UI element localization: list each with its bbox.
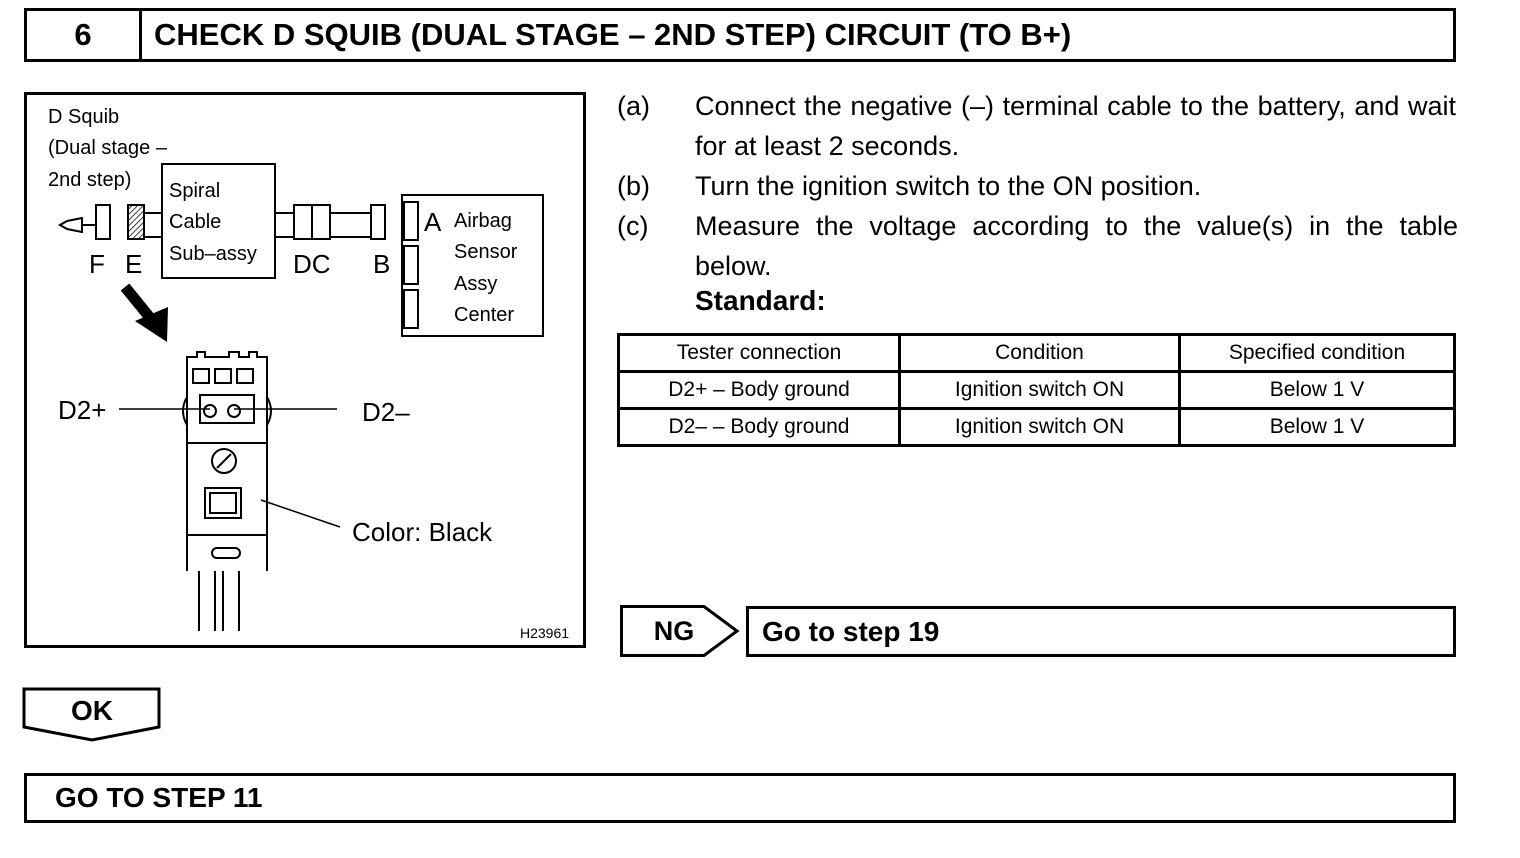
connector-f-label: F	[89, 249, 105, 279]
ok-arrow-icon	[22, 687, 161, 742]
ng-arrow-icon	[620, 605, 740, 657]
pin-d2-minus-label: D2–	[362, 397, 410, 427]
squib-label-line-3: 2nd step)	[48, 169, 132, 191]
table-cell: D2– – Body ground	[617, 407, 901, 447]
connector-e-label: E	[125, 249, 143, 279]
spiral-label-line-2: Cable	[169, 211, 222, 233]
airbag-label-line-4: Center	[454, 304, 515, 326]
table-cell: Ignition switch ON	[898, 407, 1181, 447]
spiral-label-line-3: Sub–assy	[169, 243, 257, 265]
step-a-label: (a)	[617, 91, 650, 121]
ok-result-link[interactable]: GO TO STEP 11	[24, 773, 1456, 823]
table-row: D2– – Body ground Ignition switch ON Bel…	[617, 407, 1456, 447]
step-header: 6 CHECK D SQUIB (DUAL STAGE – 2ND STEP) …	[24, 8, 1456, 62]
table-header: Condition	[898, 333, 1181, 373]
pin-d2-plus-label: D2+	[58, 395, 107, 425]
step-a: (a) Connect the negative (–) terminal ca…	[617, 86, 1457, 166]
connector-body-icon	[182, 351, 272, 631]
standard-label: Standard:	[695, 285, 826, 316]
color-label: Color: Black	[352, 517, 493, 547]
step-c-text: Measure the voltage according to the val…	[695, 211, 1458, 281]
table-header-row: Tester connection Condition Specified co…	[617, 333, 1456, 373]
connector-illustration	[57, 163, 544, 631]
table-header: Specified condition	[1178, 333, 1456, 373]
spiral-label-line-1: Spiral	[169, 180, 221, 202]
ok-button[interactable]: OK	[22, 687, 162, 742]
step-c: (c) Measure the voltage according to the…	[617, 206, 1458, 286]
connector-b-label: B	[373, 249, 391, 279]
table-cell: D2+ – Body ground	[617, 370, 901, 410]
step-b-label: (b)	[617, 171, 650, 201]
step-a-text: Connect the negative (–) terminal cable …	[695, 91, 1456, 161]
table-cell: Ignition switch ON	[898, 370, 1181, 410]
table-row: D2+ – Body ground Ignition switch ON Bel…	[617, 370, 1456, 410]
squib-label-line-1: D Squib	[48, 106, 120, 128]
table-cell: Below 1 V	[1178, 407, 1456, 447]
step-b-text: Turn the ignition switch to the ON posit…	[695, 171, 1202, 201]
airbag-label-line-3: Assy	[454, 273, 498, 295]
squib-label-line-2: (Dual stage –	[48, 137, 167, 159]
step-b: (b) Turn the ignition switch to the ON p…	[617, 166, 1457, 206]
connector-a-label: A	[424, 207, 442, 237]
figure-id: H23961	[520, 625, 570, 641]
table-header: Tester connection	[617, 333, 901, 373]
connector-dc-label: DC	[293, 249, 331, 279]
airbag-label-line-2: Sensor	[454, 241, 518, 263]
step-title: CHECK D SQUIB (DUAL STAGE – 2ND STEP) CI…	[154, 17, 1072, 52]
ok-label: OK	[71, 695, 113, 726]
ng-button[interactable]: NG	[620, 605, 740, 657]
wiring-diagram: D Squib (Dual stage – 2nd step) Spiral C…	[24, 92, 586, 648]
table-cell: Below 1 V	[1178, 370, 1456, 410]
step-number: 6	[27, 11, 142, 59]
airbag-label-line-1: Airbag	[454, 210, 512, 232]
step-c-label: (c)	[617, 211, 649, 241]
arrow-icon	[120, 283, 168, 342]
ng-label: NG	[653, 615, 695, 646]
spec-table: Tester connection Condition Specified co…	[617, 333, 1456, 447]
ng-result-link[interactable]: Go to step 19	[746, 606, 1456, 657]
